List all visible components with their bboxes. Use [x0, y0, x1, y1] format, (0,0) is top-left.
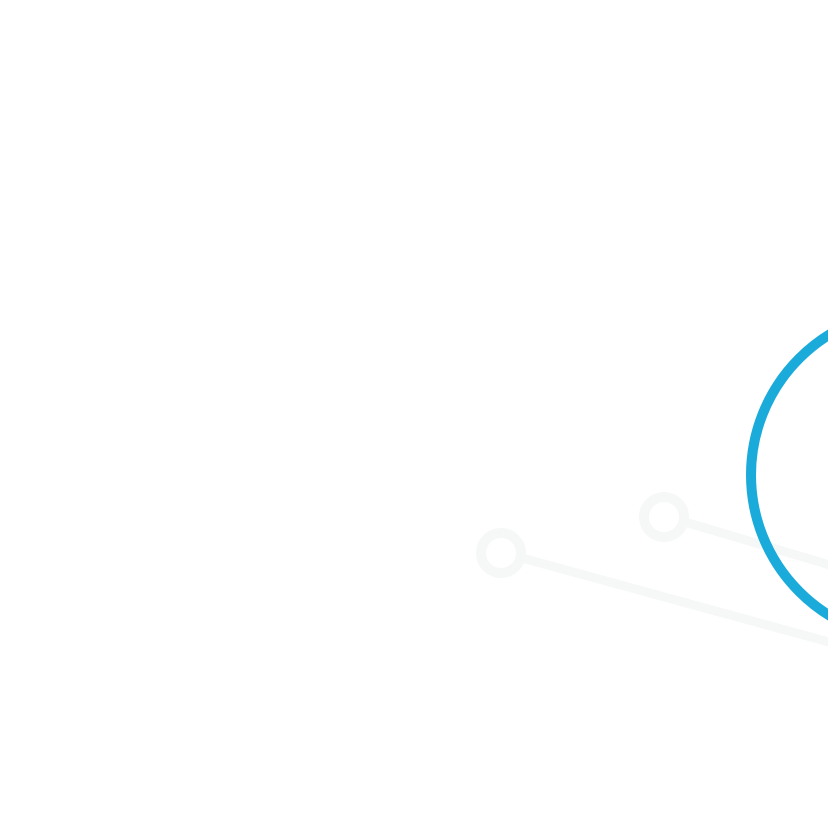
network-node-icon	[476, 528, 526, 578]
network-line	[520, 553, 828, 647]
network-lines	[476, 492, 828, 647]
network-node-icon	[639, 492, 689, 542]
ring-icon	[746, 329, 828, 621]
